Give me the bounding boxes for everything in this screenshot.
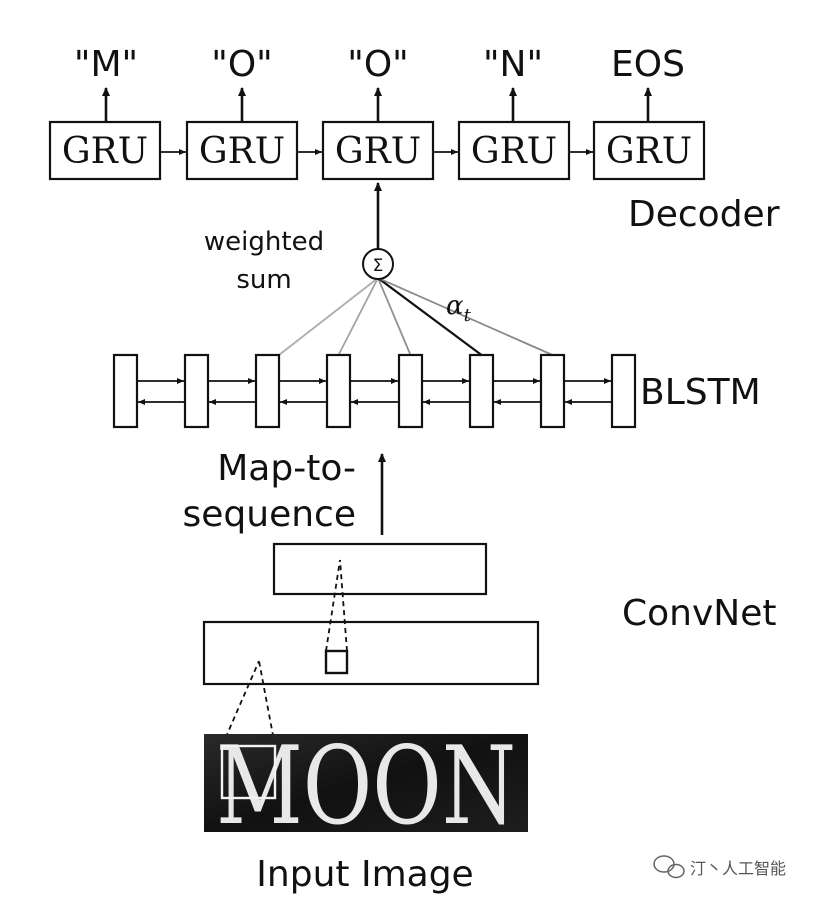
watermark-text: 汀丶人工智能 [690,859,786,878]
gru-label: GRU [606,131,692,172]
blstm-cell [183,353,210,429]
gru-cell-4: GRU [457,120,571,181]
weighted-sum-label-line1: weighted [204,227,324,257]
alpha-label: αt [446,291,472,326]
alpha-subscript: t [464,305,472,326]
gru-cell-1: GRU [48,120,162,181]
attention-weight-line [377,277,412,356]
input-image-label: Input Image [256,854,473,895]
decoder-output-5: EOS [611,44,685,85]
gru-label: GRU [199,131,285,172]
weighted-sum-node [362,248,394,280]
input-image-word: MOON [216,724,516,849]
receptive-field-line [221,660,260,747]
blstm-cell [539,353,566,429]
receptive-field-line [339,559,348,652]
attention-weight-line [278,277,379,356]
map-to-sequence-line1: Map-to- [217,448,356,489]
blstm-cell [610,353,637,429]
conv-layer-top [272,542,488,596]
input-image: MOON [204,724,528,849]
blstm-cell [468,353,495,429]
blstm-encoder [112,353,637,429]
blstm-cell [325,353,352,429]
decoder-output-3: "O" [347,44,408,85]
blstm-cell [112,353,139,429]
decoder-outputs: "M" "O" "O" "N" EOS [74,44,685,85]
convnet [202,542,540,747]
alpha-symbol: α [446,291,464,321]
gru-cell-5: GRU [592,120,706,181]
attention-weight-line [377,277,483,356]
gru-cells: GRU GRU GRU GRU GRU [48,120,706,181]
blstm-label: BLSTM [640,372,761,413]
decoder-output-2: "O" [211,44,272,85]
gru-label: GRU [471,131,557,172]
conv-layer-bottom [202,620,540,686]
gru-label: GRU [335,131,421,172]
receptive-field-line [325,559,341,652]
attention-lines [278,277,553,356]
attention: Σ weighted sum αt [204,182,553,356]
attention-weight-line [337,277,379,356]
input-image-background [204,734,528,832]
decoder-output-1: "M" [74,44,138,85]
gru-cell-2: GRU [185,120,299,181]
map-to-sequence-line2: sequence [183,494,356,535]
input-receptive-field [220,744,277,800]
weighted-sum-label-line2: sum [236,265,291,295]
watermark: 汀丶人工智能 [653,855,786,879]
decoder-output-4: "N" [483,44,543,85]
decoder-label: Decoder [628,194,780,235]
wechat-icon [653,855,685,879]
gru-cell-3: GRU [321,120,435,181]
output-arrows [102,87,652,122]
conv-receptive-field [324,649,349,675]
gru-label: GRU [62,131,148,172]
convnet-label: ConvNet [622,593,776,634]
receptive-field-line [258,660,276,747]
sum-symbol: Σ [373,256,384,276]
attention-weight-line [377,277,553,356]
blstm-cell [254,353,281,429]
blstm-cell [397,353,424,429]
